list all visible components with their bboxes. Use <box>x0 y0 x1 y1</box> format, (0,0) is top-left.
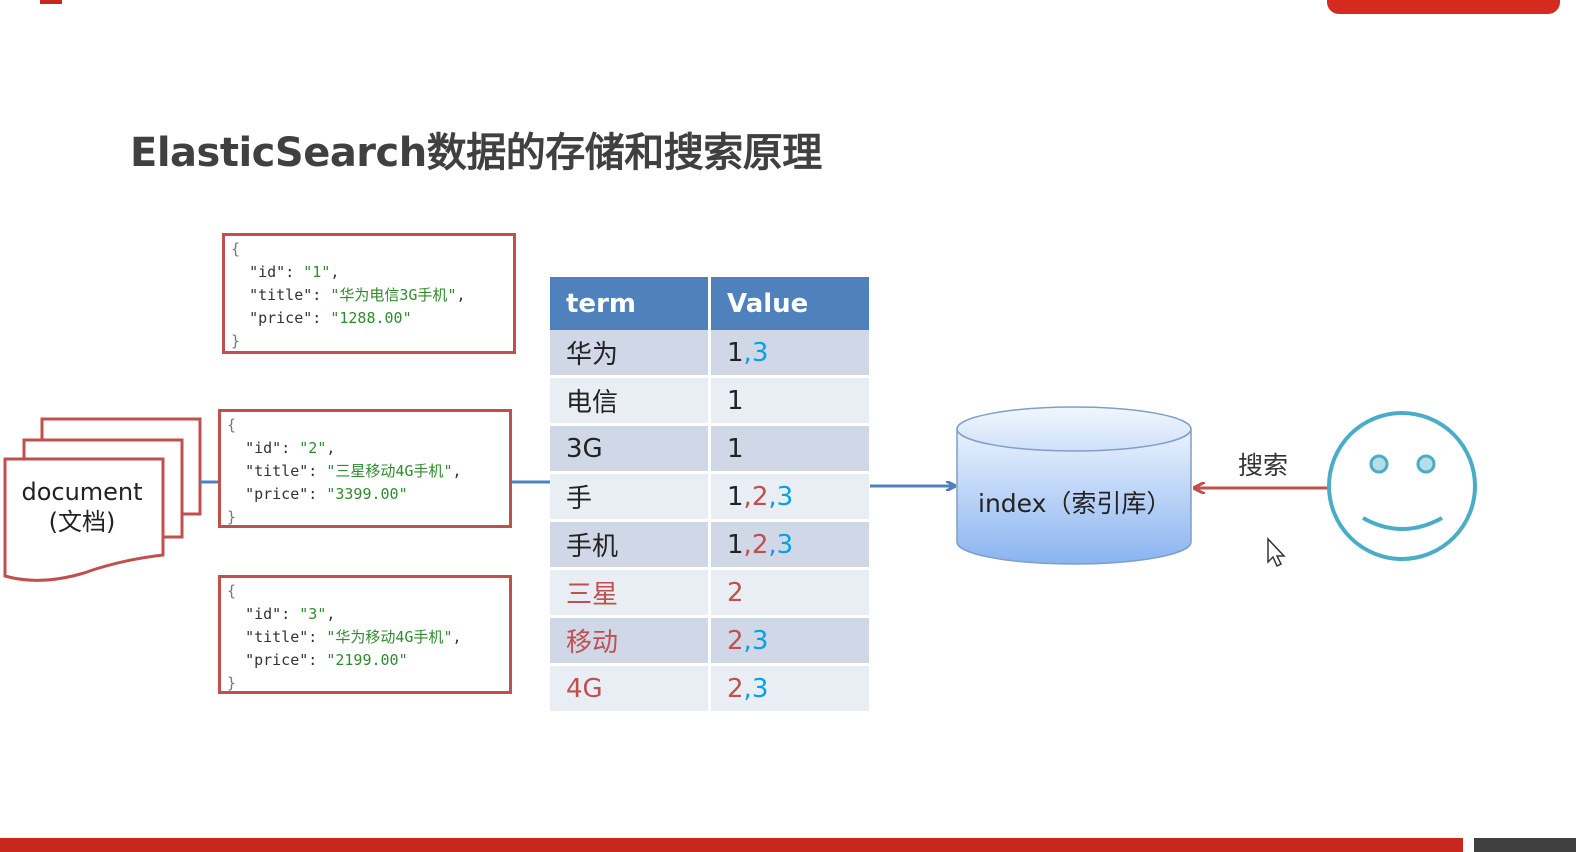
doc-id-value: 2 <box>727 673 744 704</box>
term-cell: 三星 <box>550 570 711 618</box>
doc-id: 3 <box>308 605 318 623</box>
id-separator: , <box>743 625 752 656</box>
doc-price: 1288.00 <box>339 309 403 327</box>
table-row: 三星 2 <box>550 570 869 618</box>
id-separator: , <box>743 673 752 704</box>
doc-id-value: 1 <box>727 433 744 464</box>
document-json-box: { "id": "1", "title": "华为电信3G手机", "price… <box>222 233 516 354</box>
table-row: 手机 1,2,3 <box>550 522 869 570</box>
doc-id-value: 3 <box>751 337 769 368</box>
term-cell: 4G <box>550 666 711 714</box>
document-json-box: { "id": "2", "title": "三星移动4G手机", "price… <box>218 409 512 528</box>
term-column-header: term <box>550 277 711 330</box>
value-cell: 1,2,3 <box>711 522 869 570</box>
document-label-line2: (文档) <box>48 508 116 536</box>
doc-id-value: 1 <box>727 385 744 416</box>
doc-id-value: 3 <box>751 625 769 656</box>
doc-price: 3399.00 <box>335 485 399 503</box>
document-label-line1: document <box>21 478 143 506</box>
table-header-row: term Value <box>550 277 869 330</box>
table-row: 4G 2,3 <box>550 666 869 714</box>
doc-id: 2 <box>308 439 318 457</box>
value-cell: 2 <box>711 570 869 618</box>
document-json-box: { "id": "3", "title": "华为移动4G手机", "price… <box>218 575 512 694</box>
doc-id: 1 <box>312 263 322 281</box>
index-label: index（索引库） <box>978 489 1172 518</box>
term-cell: 华为 <box>550 330 711 378</box>
top-right-tab <box>1327 0 1560 14</box>
slide-title: ElasticSearch数据的存储和搜索原理 <box>130 130 822 176</box>
table-row: 移动 2,3 <box>550 618 869 666</box>
user-smiley-icon <box>1327 411 1477 561</box>
value-cell: 1 <box>711 426 869 474</box>
bottom-bar <box>0 838 1463 852</box>
top-left-mark <box>40 0 62 4</box>
term-cell: 手 <box>550 474 711 522</box>
doc-id-value: 3 <box>776 529 794 560</box>
document-label: document (文档) <box>12 477 152 537</box>
doc-id-value: 2 <box>751 481 769 512</box>
inverted-index-table: term Value 华为 1,3 电信 1 3G 1 手 1,2,3 手机 1… <box>550 277 869 714</box>
doc-id-value: 3 <box>751 673 769 704</box>
doc-id-value: 3 <box>776 481 794 512</box>
term-cell: 手机 <box>550 522 711 570</box>
doc-id-value: 1 <box>727 481 744 512</box>
id-separator: , <box>743 481 752 512</box>
id-separator: , <box>743 337 752 368</box>
id-separator: , <box>768 481 777 512</box>
term-cell: 3G <box>550 426 711 474</box>
index-cylinder-icon <box>956 406 1192 565</box>
document-stack-icon <box>3 417 202 582</box>
doc-id-value: 2 <box>727 625 744 656</box>
doc-title: 华为电信3G手机 <box>339 286 448 304</box>
doc-title: 华为移动4G手机 <box>335 628 444 646</box>
table-row: 手 1,2,3 <box>550 474 869 522</box>
table-row: 电信 1 <box>550 378 869 426</box>
id-separator: , <box>743 529 752 560</box>
id-separator: , <box>768 529 777 560</box>
value-cell: 1 <box>711 378 869 426</box>
value-column-header: Value <box>711 277 869 330</box>
table-row: 华为 1,3 <box>550 330 869 378</box>
doc-price: 2199.00 <box>335 651 399 669</box>
value-cell: 1,2,3 <box>711 474 869 522</box>
value-cell: 2,3 <box>711 618 869 666</box>
doc-id-value: 2 <box>751 529 769 560</box>
table-row: 3G 1 <box>550 426 869 474</box>
value-cell: 1,3 <box>711 330 869 378</box>
search-label: 搜索 <box>1238 451 1289 480</box>
term-cell: 电信 <box>550 378 711 426</box>
doc-id-value: 1 <box>727 337 744 368</box>
mouse-cursor-icon <box>1267 537 1286 568</box>
doc-id-value: 1 <box>727 529 744 560</box>
doc-id-value: 2 <box>727 577 744 608</box>
value-cell: 2,3 <box>711 666 869 714</box>
bottom-right-block <box>1474 838 1576 852</box>
term-cell: 移动 <box>550 618 711 666</box>
doc-title: 三星移动4G手机 <box>335 462 444 480</box>
